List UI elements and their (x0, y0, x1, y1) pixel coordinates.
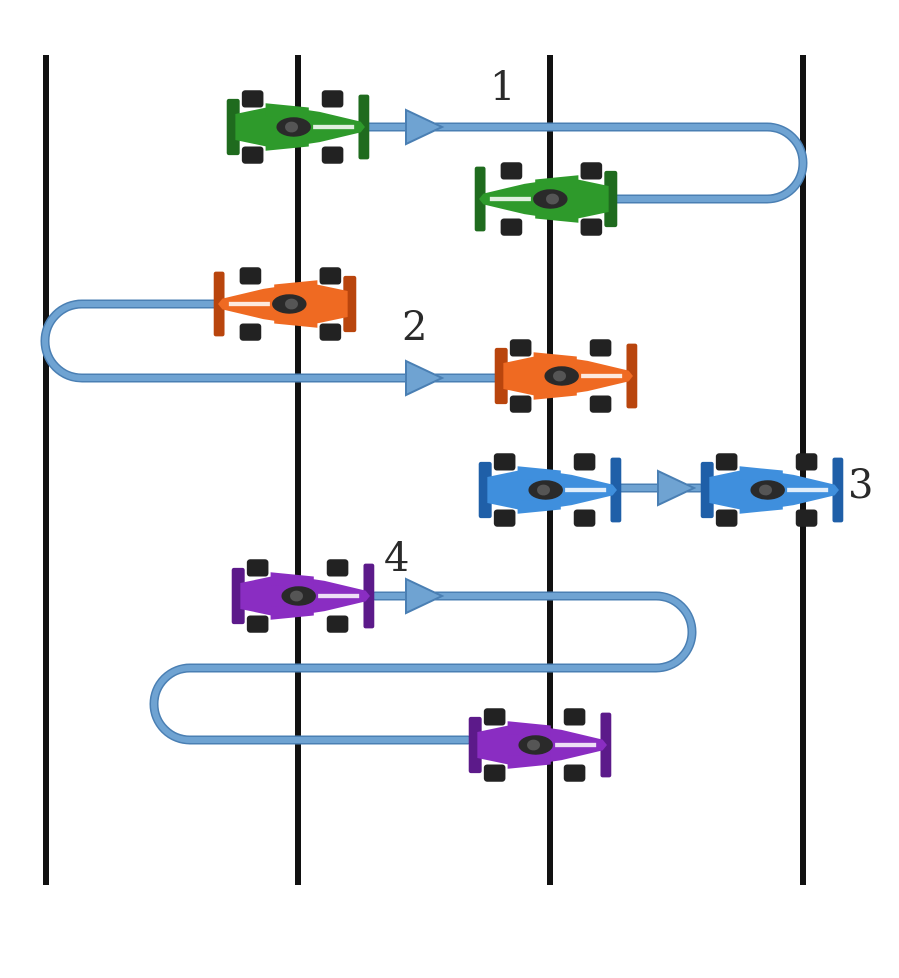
direction-arrow-icon (405, 360, 443, 396)
race-car-icon (213, 267, 357, 341)
race-car-icon (494, 339, 638, 413)
path-3 (613, 470, 705, 506)
paths (40, 109, 808, 745)
path-line (151, 593, 695, 743)
path-2 (40, 299, 505, 396)
direction-arrow-icon (657, 470, 695, 506)
path-label-3: 3 (848, 462, 873, 508)
lane-lines (43, 55, 806, 885)
direction-arrow-icon (405, 109, 443, 145)
race-car-icon (700, 453, 844, 527)
race-car-icon (226, 90, 370, 164)
path-label-2: 2 (402, 304, 427, 350)
path-line (357, 124, 806, 202)
path-line (42, 301, 503, 381)
path-1 (355, 109, 808, 204)
race-car-icon (231, 559, 375, 633)
cars (213, 90, 844, 782)
direction-arrow-icon (405, 578, 443, 614)
path-label-1: 1 (490, 64, 515, 110)
race-car-icon (474, 162, 618, 236)
race-car-icon (468, 708, 612, 782)
race-car-icon (478, 453, 622, 527)
path-label-4: 4 (384, 535, 409, 581)
path-4 (149, 578, 697, 745)
